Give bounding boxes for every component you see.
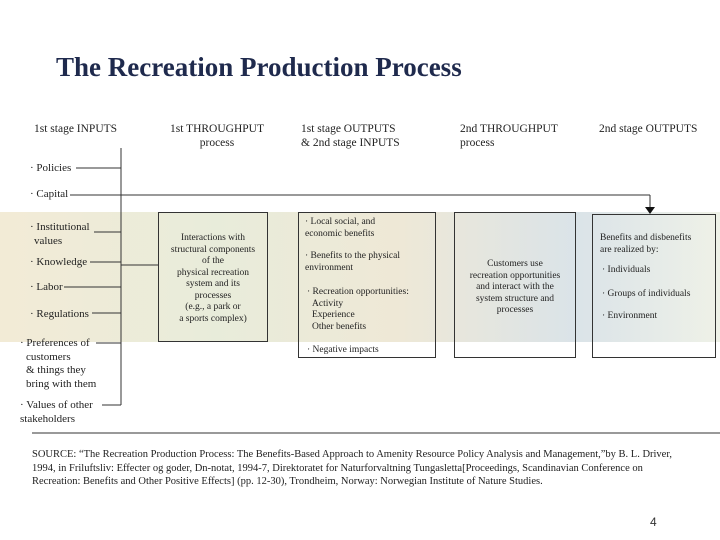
input-preferences: · Preferences of customers & things they… [20,337,96,391]
outputs-2-intro-line2: are realized by: [600,245,691,257]
throughput-1-line1: Interactions with [159,233,267,245]
input-values-line1: · Values of other [20,399,93,413]
arrowhead-icon [645,207,655,214]
input-regulations: · Regulations [30,308,89,322]
output-individuals: · Individuals [602,265,650,277]
input-institutional-values: · Institutional values [30,221,90,248]
throughput-2-line5: processes [455,305,575,317]
throughput-1-box: Interactions with structural components … [158,212,268,342]
input-policies: · Policies [30,162,71,176]
output-recreation-line1: · Recreation opportunities: [307,287,409,299]
outputs-2-box: Benefits and disbenefits are realized by… [592,214,716,358]
input-capital: · Capital [30,188,68,202]
output-local-line2: economic benefits [305,229,375,241]
input-preferences-line4: bring with them [20,378,96,392]
input-preferences-line3: & things they [20,364,96,378]
throughput-1-line7: (e.g., a park or [159,302,267,314]
throughput-2-text: Customers use recreation opportunities a… [455,259,575,317]
output-local-benefits: · Local social, and economic benefits [305,217,375,240]
page-number: 4 [650,515,657,529]
output-recreation-line4: Other benefits [307,322,409,334]
outputs-2-intro: Benefits and disbenefits are realized by… [600,233,691,256]
input-preferences-line1: · Preferences of [20,337,96,351]
throughput-1-line4: physical recreation [159,268,267,280]
input-institutional-line1: · Institutional [30,221,90,235]
throughput-1-text: Interactions with structural components … [159,233,267,325]
outputs-2-intro-line1: Benefits and disbenefits [600,233,691,245]
output-groups: · Groups of individuals [602,289,690,301]
throughput-2-line4: system structure and [455,294,575,306]
input-institutional-line2: values [30,235,90,249]
output-physical-benefits: · Benefits to the physical environment [305,251,400,274]
input-values-of-stakeholders: · Values of other stakeholders [20,399,93,426]
throughput-1-line8: a sports complex) [159,314,267,326]
output-environment: · Environment [602,311,657,323]
throughput-1-line3: of the [159,256,267,268]
outputs-1-box: · Local social, and economic benefits · … [298,212,436,358]
output-recreation-opportunities: · Recreation opportunities: Activity Exp… [307,287,409,333]
output-recreation-line2: Activity [307,299,409,311]
throughput-2-box: Customers use recreation opportunities a… [454,212,576,358]
output-local-line1: · Local social, and [305,217,375,229]
throughput-1-line5: system and its [159,279,267,291]
output-negative-impacts: · Negative impacts [307,345,379,357]
throughput-1-line6: processes [159,291,267,303]
input-labor: · Labor [30,281,63,295]
input-preferences-line2: customers [20,351,96,365]
output-recreation-line3: Experience [307,310,409,322]
throughput-2-line1: Customers use [455,259,575,271]
throughput-1-line2: structural components [159,245,267,257]
output-physical-line2: environment [305,263,400,275]
throughput-2-line2: recreation opportunities [455,271,575,283]
input-values-line2: stakeholders [20,413,93,427]
output-physical-line1: · Benefits to the physical [305,251,400,263]
throughput-2-line3: and interact with the [455,282,575,294]
source-citation: SOURCE: “The Recreation Production Proce… [32,448,692,489]
input-knowledge: · Knowledge [30,256,87,270]
